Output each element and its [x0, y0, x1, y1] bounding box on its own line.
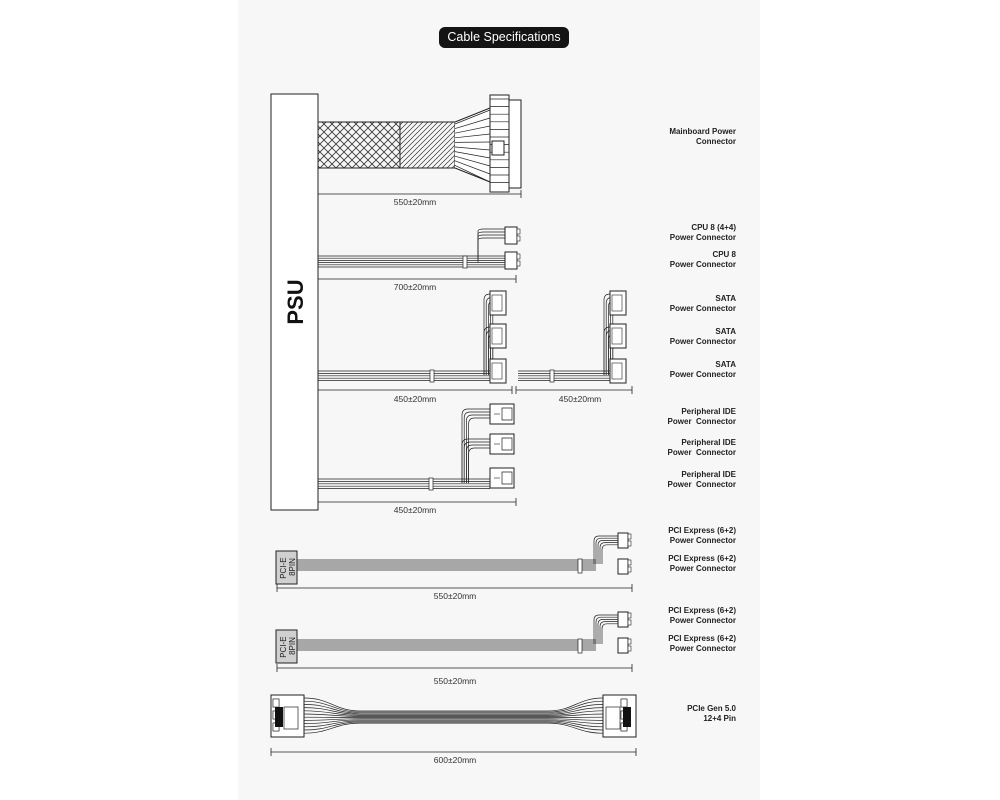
label-ide-connector-3: Peripheral IDE Power Connector	[667, 470, 736, 489]
sata-cable-b	[518, 290, 627, 384]
label-sata-connector-3: SATA Power Connector	[669, 360, 736, 379]
dimension-sata-b: 450±20mm	[558, 394, 602, 404]
pcie-cable-a: PCI-E 8PIN	[275, 532, 632, 585]
pcie-cable-b: PCI-E 8PIN	[275, 611, 632, 664]
dimension-gen5: 600±20mm	[433, 755, 477, 765]
dimension-mainboard: 550±20mm	[393, 197, 437, 207]
dimension-cpu: 700±20mm	[393, 282, 437, 292]
label-mainboard-connector: Mainboard Power Connector	[669, 127, 736, 146]
label-gen5-connector: PCIe Gen 5.0 12+4 Pin	[687, 704, 736, 723]
label-cpu-44-connector: CPU 8 (4+4) Power Connector	[669, 223, 736, 242]
label-ide-connector-1: Peripheral IDE Power Connector	[667, 407, 736, 426]
dimension-ide: 450±20mm	[393, 505, 437, 515]
label-sata-connector-2: SATA Power Connector	[669, 327, 736, 346]
pcie-source-plug-b	[275, 629, 298, 664]
label-pcie-a2-connector: PCI Express (6+2) Power Connector	[668, 554, 736, 573]
pcie-source-label-a-line1: PCI-E	[279, 557, 288, 578]
psu-block	[270, 93, 319, 511]
label-pcie-b1-connector: PCI Express (6+2) Power Connector	[668, 606, 736, 625]
label-sata-connector-1: SATA Power Connector	[669, 294, 736, 313]
dimension-sata-a: 450±20mm	[393, 394, 437, 404]
dimension-pcie-a: 550±20mm	[433, 591, 477, 601]
pcie-source-plug-a	[275, 550, 298, 585]
ide-cable	[318, 403, 515, 491]
sata-cable-a	[318, 290, 507, 384]
label-cpu-8-connector: CPU 8 Power Connector	[669, 250, 736, 269]
label-ide-connector-2: Peripheral IDE Power Connector	[667, 438, 736, 457]
psu-label: PSU	[283, 279, 308, 324]
dimension-pcie-b: 550±20mm	[433, 676, 477, 686]
label-pcie-a1-connector: PCI Express (6+2) Power Connector	[668, 526, 736, 545]
label-pcie-b2-connector: PCI Express (6+2) Power Connector	[668, 634, 736, 653]
cpu-8-connector	[504, 251, 518, 270]
svg-text:PCI-E 8PIN: PCI-E 8PIN	[279, 555, 297, 579]
page-title: Cable Specifications	[439, 27, 569, 48]
gen5-cable	[270, 694, 637, 738]
svg-text:PCI-E 8PIN: PCI-E 8PIN	[279, 634, 297, 658]
cpu-44-connector	[504, 226, 518, 245]
mainboard-cable	[317, 94, 522, 193]
cpu-cable	[318, 226, 521, 270]
